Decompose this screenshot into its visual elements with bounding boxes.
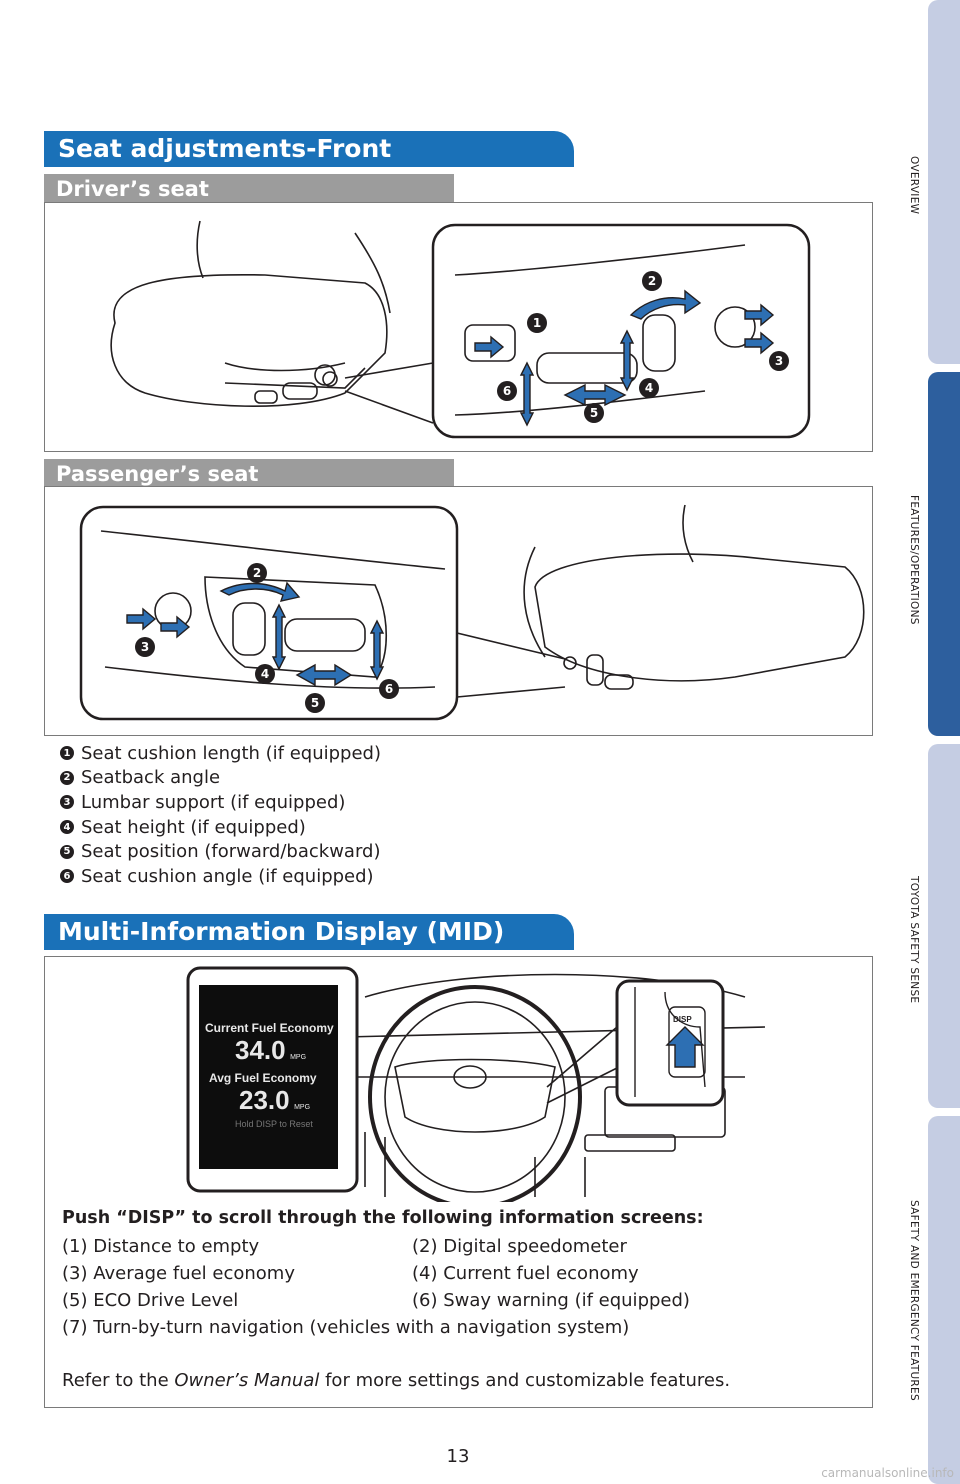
legend-text: Seatback angle (81, 767, 221, 789)
footer-text-post: for more settings and customizable featu… (319, 1370, 731, 1391)
mid-intro: Push “DISP” to scroll through the follow… (62, 1208, 704, 1228)
legend-item: 4 Seat height (if equipped) (60, 815, 381, 840)
legend-text: Seat cushion length (if equipped) (81, 742, 382, 764)
page-number: 13 (446, 1446, 470, 1467)
screen-avg-value-row: 23.0 MPG (239, 1085, 310, 1116)
seat-section-title: Seat adjustments-Front (44, 131, 574, 167)
mid-footer: Refer to the Owner’s Manual for more set… (62, 1370, 730, 1391)
legend-number: 2 (60, 770, 74, 785)
screen-value-avg: 23.0 (239, 1085, 290, 1115)
driver-seat-title: Driver’s seat (44, 174, 454, 202)
driver-seat-drawing: 1 2 3 4 5 6 (110, 220, 811, 439)
mid-item: (5) ECO Drive Level (62, 1290, 239, 1311)
tab-safety-sense-label: TOYOTA SAFETY SENSE (908, 876, 920, 1004)
legend-item: 2 Seatback angle (60, 766, 381, 791)
legend-text: Seat height (if equipped) (81, 816, 306, 838)
passenger-seat-title: Passenger’s seat (44, 459, 454, 487)
mid-item: (6) Sway warning (if equipped) (412, 1290, 690, 1311)
mid-item: (1) Distance to empty (62, 1236, 260, 1257)
passenger-seat-illustration: 2 3 4 5 6 (44, 486, 873, 736)
legend-number: 5 (60, 844, 74, 859)
tab-toyota-safety-sense[interactable]: TOYOTA SAFETY SENSE (900, 850, 928, 1030)
mid-section-title: Multi-Information Display (MID) (44, 914, 574, 950)
tab-features-bg[interactable] (928, 372, 960, 736)
svg-text:4: 4 (645, 381, 653, 395)
svg-text:3: 3 (141, 640, 149, 654)
screen-line-avg: Avg Fuel Economy (209, 1071, 317, 1085)
tab-safety-emergency[interactable]: SAFETY AND EMERGENCY FEATURES (900, 1180, 928, 1420)
disp-button-label: DISP (673, 1015, 692, 1024)
mid-item-row: (5) ECO Drive Level (6) Sway warning (if … (62, 1290, 690, 1317)
svg-text:2: 2 (648, 274, 656, 288)
tab-features-operations[interactable]: FEATURES/OPERATIONS (900, 470, 928, 650)
legend-item: 3 Lumbar support (if equipped) (60, 790, 381, 815)
svg-text:5: 5 (311, 696, 319, 710)
svg-text:4: 4 (261, 667, 269, 681)
legend-text: Seat cushion angle (if equipped) (81, 865, 374, 887)
svg-text:3: 3 (775, 354, 783, 368)
mid-illustration (186, 966, 766, 1202)
legend-number: 4 (60, 820, 74, 835)
tab-overview-label: OVERVIEW (908, 155, 920, 215)
owners-manual-ref: Owner’s Manual (174, 1370, 320, 1391)
tab-features-label: FEATURES/OPERATIONS (908, 495, 920, 625)
screen-unit-current: MPG (290, 1054, 307, 1061)
tab-emergency-label: SAFETY AND EMERGENCY FEATURES (908, 1199, 920, 1401)
screen-line-current: Current Fuel Economy (205, 1021, 334, 1035)
mid-items: (1) Distance to empty (2) Digital speedom… (62, 1236, 690, 1344)
passenger-seat-drawing: 2 3 4 5 6 (79, 504, 865, 721)
screen-current-value-row: 34.0 MPG (235, 1035, 306, 1066)
tab-safety-sense-bg[interactable] (928, 744, 960, 1108)
mid-item-row: (3) Average fuel economy (4) Current fuel… (62, 1263, 690, 1290)
legend-item: 6 Seat cushion angle (if equipped) (60, 864, 381, 889)
mid-item-row: (7) Turn-by-turn navigation (vehicles wi… (62, 1317, 690, 1344)
screen-unit-avg: MPG (294, 1104, 311, 1111)
mid-screen: Current Fuel Economy 34.0 MPG Avg Fuel E… (199, 985, 338, 1169)
tab-overview-bg[interactable] (928, 0, 960, 364)
mid-item-row: (1) Distance to empty (2) Digital speedom… (62, 1236, 690, 1263)
tab-emergency-bg[interactable] (928, 1116, 960, 1484)
legend-number: 3 (60, 795, 74, 810)
screen-line-reset: Hold DISP to Reset (235, 1119, 313, 1129)
driver-seat-illustration: 1 2 3 4 5 6 (44, 202, 873, 452)
screen-value-current: 34.0 (235, 1035, 286, 1065)
legend-number: 1 (60, 746, 74, 761)
legend-item: 5 Seat position (forward/backward) (60, 839, 381, 864)
footer-text-pre: Refer to the (62, 1370, 175, 1391)
svg-text:6: 6 (503, 384, 511, 398)
watermark: carmanualsonline.info (821, 1466, 954, 1480)
legend-text: Seat position (forward/backward) (81, 841, 381, 863)
legend-number: 6 (60, 869, 74, 884)
tab-overview[interactable]: OVERVIEW (900, 130, 928, 240)
mid-item: (7) Turn-by-turn navigation (vehicles wi… (62, 1317, 630, 1338)
svg-text:5: 5 (590, 406, 598, 420)
mid-section-box: Current Fuel Economy 34.0 MPG Avg Fuel E… (44, 956, 873, 1408)
svg-text:6: 6 (385, 682, 393, 696)
mid-item: (3) Average fuel economy (62, 1263, 295, 1284)
svg-text:2: 2 (253, 566, 261, 580)
mid-item: (4) Current fuel economy (412, 1263, 639, 1284)
svg-text:1: 1 (533, 316, 541, 330)
legend-item: 1 Seat cushion length (if equipped) (60, 741, 381, 766)
legend-text: Lumbar support (if equipped) (81, 791, 346, 813)
mid-item: (2) Digital speedometer (412, 1236, 627, 1257)
